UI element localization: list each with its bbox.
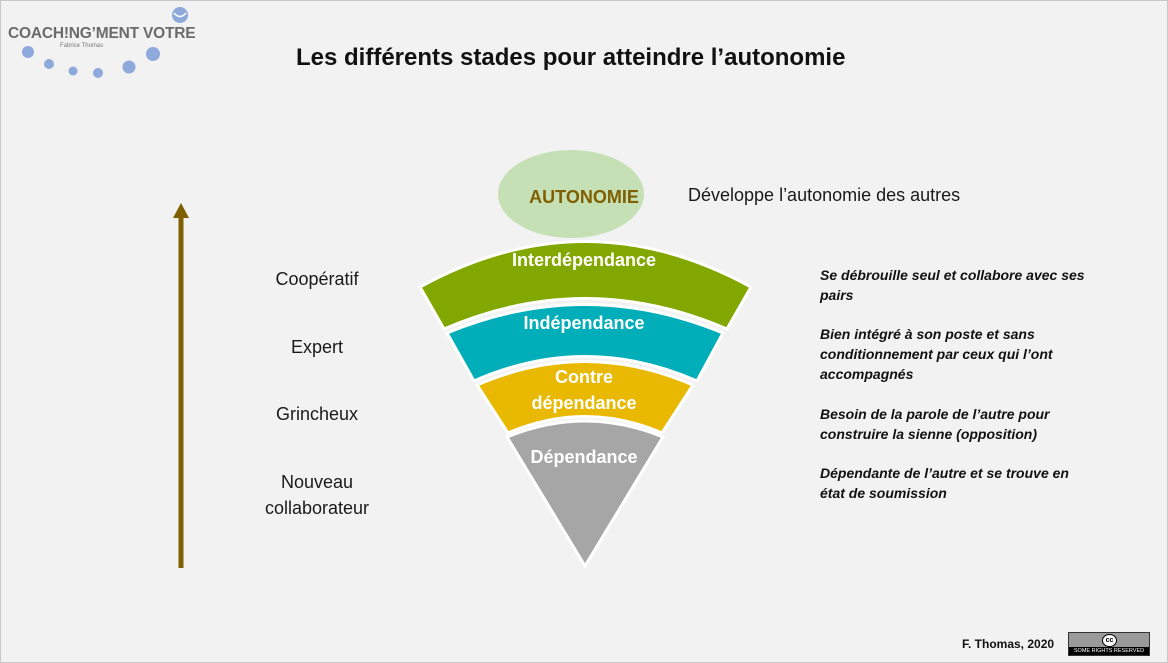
funnel-label-interdependance: Interdépendance — [512, 250, 656, 270]
description-dependance: Dépendante de l’autre et se trouve en ét… — [820, 465, 1069, 501]
page-title: Les différents stades pour atteindre l’a… — [296, 44, 846, 71]
footer-author: F. Thomas, 2020 — [962, 637, 1055, 651]
funnel-segment-contre-dependance — [474, 360, 696, 435]
profile-label-expert: Expert — [290, 337, 344, 357]
funnel-label-dependance-2: dépendance — [531, 393, 636, 413]
funnel-label-dependance: Dépendance — [530, 447, 637, 467]
funnel-label-independance: Indépendance — [523, 313, 644, 333]
description-interdependance: Se débrouille seul et collabore avec ses… — [820, 267, 1085, 303]
logo-subtitle: Fabrice Thomas — [60, 43, 104, 49]
logo-dots-icon — [22, 7, 188, 78]
profile-label-nouveau-line1: Nouveau — [280, 472, 354, 492]
license-text: SOME RIGHTS RESERVED — [1069, 647, 1149, 655]
funnel-segment-autonomie — [498, 150, 644, 238]
logo: COACH!NG’MENT VOTRE Fabrice Thomas — [6, 4, 206, 84]
progress-arrow-icon — [173, 203, 189, 568]
profile-label-grincheux: Grincheux — [275, 404, 359, 424]
description-contre-dependance: Besoin de la parole de l’autre pour cons… — [820, 406, 1050, 442]
funnel-segment-independance — [444, 303, 726, 383]
profile-label-nouveau: Nouveau collaborateur — [242, 469, 392, 521]
logo-text: COACH!NG’MENT VOTRE — [8, 25, 196, 42]
funnel-segment-interdependance — [417, 240, 754, 331]
description-autonomie: Développe l’autonomie des autres — [688, 185, 961, 205]
funnel-segment-dependance — [504, 419, 666, 569]
profile-label-nouveau-line2: collaborateur — [264, 498, 370, 518]
license-badge[interactable]: cc SOME RIGHTS RESERVED — [1068, 632, 1150, 656]
funnel-label-autonomie: AUTONOMIE — [529, 187, 639, 207]
description-independance: Bien intégré à son poste et sans conditi… — [820, 326, 1053, 382]
cc-icon: cc — [1102, 634, 1117, 647]
funnel-label-contre: Contre — [555, 367, 613, 387]
profile-label-cooperatif: Coopératif — [275, 269, 359, 289]
